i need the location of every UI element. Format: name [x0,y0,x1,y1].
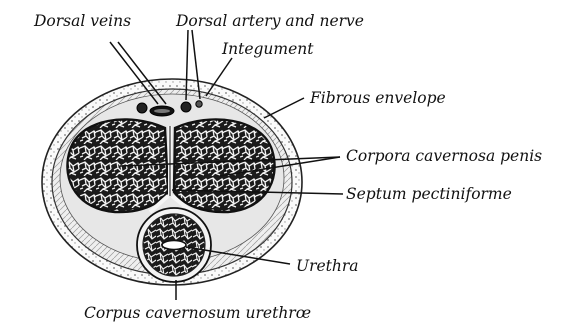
dorsal-nerve [196,101,202,107]
right-corpus-cavernosum [174,119,275,212]
label-fibrous-envelope: Fibrous envelope [309,89,446,107]
label-dorsal-veins: Dorsal veins [33,12,131,30]
label-dorsal-artery-nerve: Dorsal artery and nerve [175,12,364,30]
label-corpus-spongiosum: Corpus cavernosum urethrœ [84,304,311,322]
label-urethra: Urethra [296,257,359,275]
leader-fibrous-envelope [264,98,304,118]
label-integument: Integument [221,40,314,58]
urethra [162,241,186,250]
left-corpus-cavernosum [67,119,168,212]
dorsal-artery-right [181,102,191,112]
dorsal-artery-left [137,103,147,113]
label-septum: Septum pectiniforme [346,185,512,203]
label-corpora-cavernosa: Corpora cavernosa penis [346,147,542,165]
dorsal-vein-lumen [154,109,170,113]
